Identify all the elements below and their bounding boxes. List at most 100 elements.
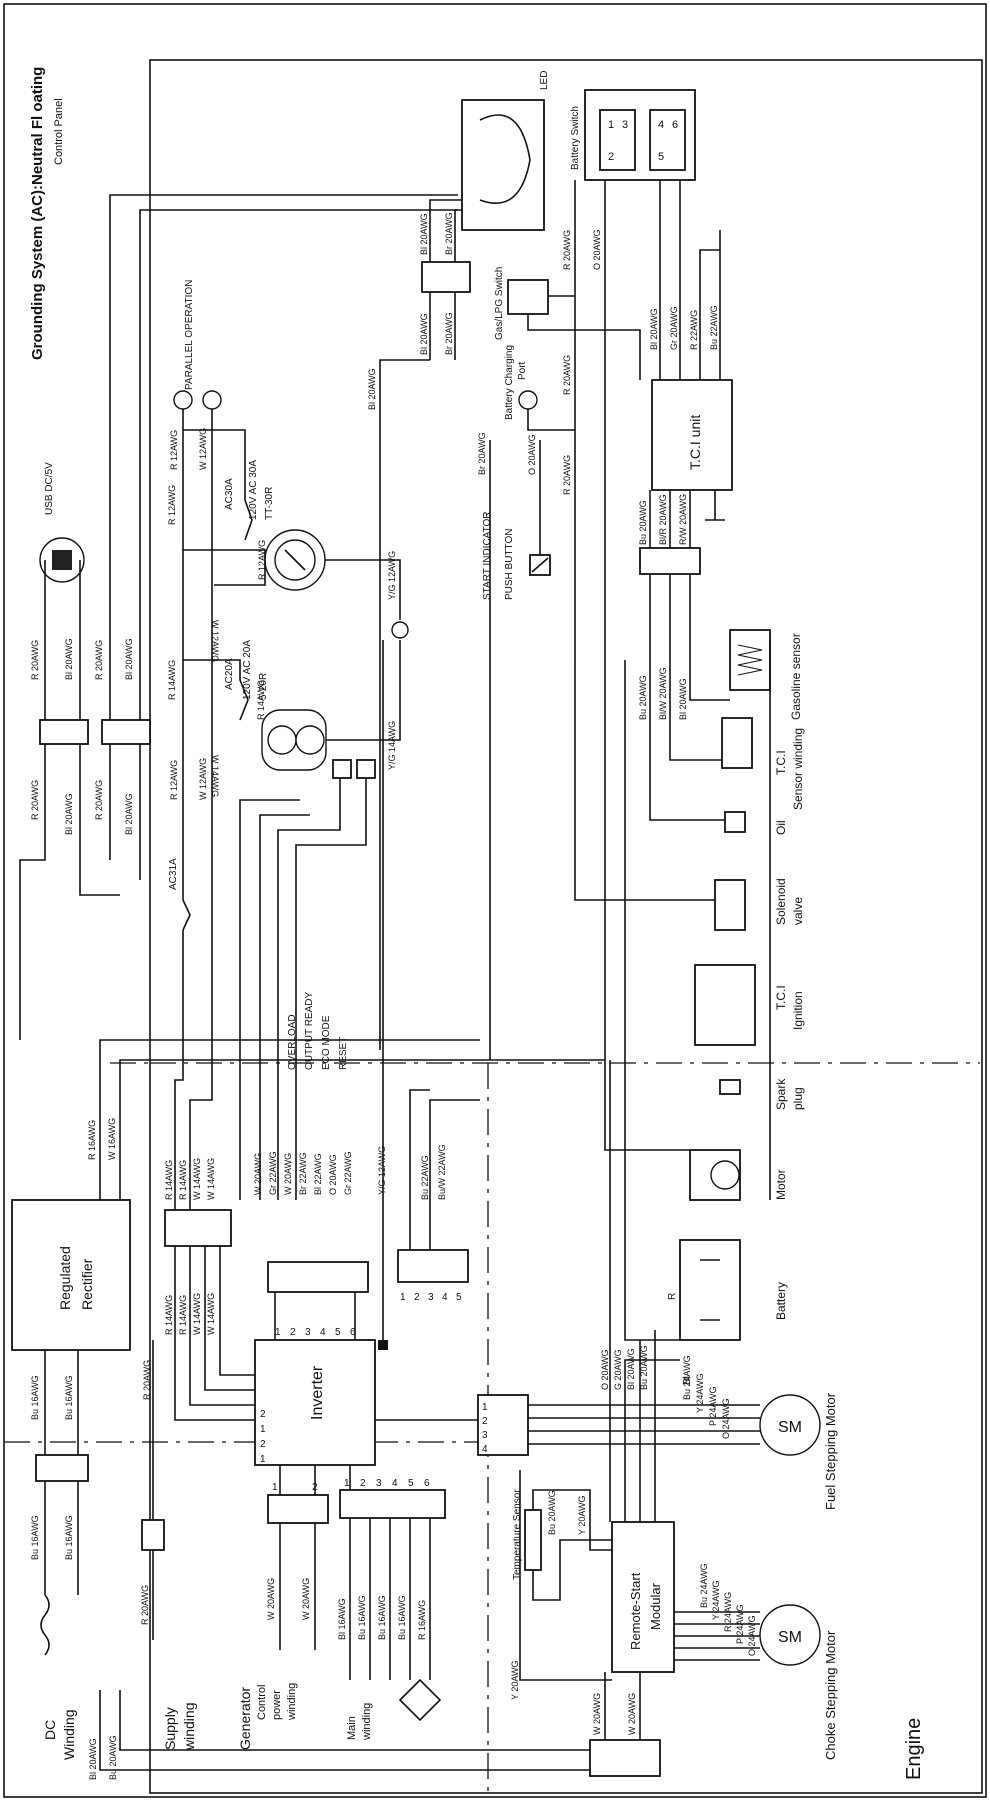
wire-label: Gr 20AWG [669, 306, 679, 350]
main-winding-connector [339, 1489, 446, 1519]
inverter-label: Inverter [309, 1365, 326, 1420]
wire-label: R 14AWG [167, 660, 177, 700]
supply-winding-label: Supply [162, 1707, 178, 1750]
wire-label: Bl 20AWG [64, 638, 74, 680]
outlet-20a-socket-2 [295, 725, 325, 755]
wire-label: O 20AWG [527, 434, 537, 475]
battery-block [679, 1239, 741, 1341]
motor-label: Motor [774, 1169, 788, 1200]
pin-label: 3 [428, 1292, 434, 1303]
wire-label: R 22AWG [689, 310, 699, 350]
wire-label: Bu/W 22AWG [437, 1144, 447, 1200]
main-winding-coil [398, 1678, 442, 1722]
wire-label: R 16AWG [87, 1120, 97, 1160]
main-winding-label-2: winding [361, 1703, 373, 1741]
wire-label: W 20AWG [627, 1693, 637, 1735]
ground-symbol-30a [391, 621, 409, 639]
rectifier-label-2: Rectifier [79, 1258, 95, 1310]
wire-label: Br 22AWG [298, 1152, 308, 1195]
engine-bottom-connector [589, 1739, 661, 1777]
wire-label: P 24AWG [708, 1386, 718, 1426]
outlet-30a-label: 120V AC 30A [248, 460, 259, 520]
battery-label: Battery [774, 1282, 788, 1320]
inv-right-wire [409, 1089, 430, 1250]
pin-label: 3 [305, 1327, 311, 1338]
wire-label: R 16AWG [417, 1600, 427, 1640]
outlet-30a-label-2: TT-30R [264, 487, 275, 520]
wire-label: W 20AWG [592, 1693, 602, 1735]
panel-wire-1 [239, 799, 300, 1200]
battery-switch-right [649, 109, 686, 171]
tci-unit-label: T.C.I unit [687, 415, 703, 470]
gas-switch-label: Gas/LPG Switch [494, 267, 505, 340]
push-button-slash [531, 557, 549, 573]
charging-port-label: Battery Charging [504, 345, 515, 420]
temp-sensor-label: Temperature Sensor [512, 1489, 523, 1580]
tci-out-3 [689, 574, 730, 701]
outlet-20a-label: 120V AC 20A [242, 640, 253, 700]
wire-label: R/W 20AWG [678, 494, 688, 545]
pin-label: 1 [260, 1454, 266, 1465]
wire-label: W 14AWG [206, 1158, 216, 1200]
wire-label: Y 20AWG [577, 1495, 587, 1535]
pin-label: 2 [290, 1327, 296, 1338]
wire-label: Br 20AWG [444, 212, 454, 255]
header-title: Grounding System (AC):Neutral Fl oating [29, 67, 46, 360]
wire-label: Bu 24AWG [699, 1563, 709, 1608]
pin-label: 2 [260, 1439, 266, 1450]
pin-label: 1 [260, 1424, 266, 1435]
pin-label: 2 [260, 1409, 266, 1420]
inv-ac-w3 [204, 1246, 255, 1391]
wire-label: W 20AWG [266, 1578, 276, 1620]
wire-label: R 20AWG [140, 1585, 150, 1625]
wire-label: R 12AWG [169, 760, 179, 800]
oil-sensor [724, 811, 746, 833]
usb-connector-b [101, 719, 151, 745]
wire-label: W 16AWG [107, 1118, 117, 1160]
wire-label: Br 20AWG [444, 312, 454, 355]
wire-label: Y 24AWG [711, 1580, 721, 1620]
control-winding-label-3: winding [286, 1683, 298, 1721]
temp-wire-bu [532, 1539, 612, 1601]
control-winding-label: Control [256, 1685, 268, 1720]
wire-label: Bu 20AWG [108, 1735, 118, 1780]
wire-label: R 20AWG [562, 355, 572, 395]
header-sub: Control Panel [53, 98, 65, 165]
wire-label: R 14AWG [256, 680, 266, 720]
pin-label: 3 [482, 1430, 488, 1441]
outlet-20a-ground [326, 640, 401, 741]
wire-label: Gr 22AWG [268, 1151, 278, 1195]
wire-label: O 20AWG [592, 229, 602, 270]
tci-out-2 [669, 574, 730, 761]
breaker-20-label: AC20A [224, 658, 235, 690]
usb-label: USB DC/5V [44, 462, 55, 515]
wire-label: Bu 16AWG [64, 1375, 74, 1420]
spark-plug-label-2: plug [791, 1087, 805, 1110]
wire-label: Y 24AWG [695, 1373, 705, 1413]
outlet-30a-ground [325, 559, 401, 620]
wire-label: O 20AWG [328, 1154, 338, 1195]
tci-wire-3 [699, 249, 720, 380]
usb-wire-d [79, 744, 120, 896]
rectifier-out-w [119, 1059, 605, 1200]
pin-label: 3 [376, 1478, 382, 1489]
control-panel-frame [149, 59, 983, 1794]
wire-label: Bu 16AWG [377, 1595, 387, 1640]
wire-label: Bl 20AWG [649, 308, 659, 350]
wire-label: Bl 20AWG [626, 1348, 636, 1390]
rectifier-label: Regulated [57, 1246, 73, 1310]
wire-label: R 14AWG [178, 1160, 188, 1200]
wire-label: W 20AWG [253, 1153, 263, 1195]
wire-label: Bl 20AWG [419, 213, 429, 255]
outlet-30a-slot [284, 549, 306, 571]
wire-label: Bu 20AWG [638, 675, 648, 720]
choke-stepping-motor [759, 1604, 821, 1666]
tci-unit [651, 379, 733, 491]
inv-ac-in2 [189, 900, 213, 1210]
solenoid-label: Solenoid [774, 878, 788, 925]
push-button-label: PUSH BUTTON [504, 529, 515, 601]
pin-label: 4 [482, 1444, 488, 1455]
choke-motor-label: Choke Stepping Motor [823, 1630, 838, 1760]
